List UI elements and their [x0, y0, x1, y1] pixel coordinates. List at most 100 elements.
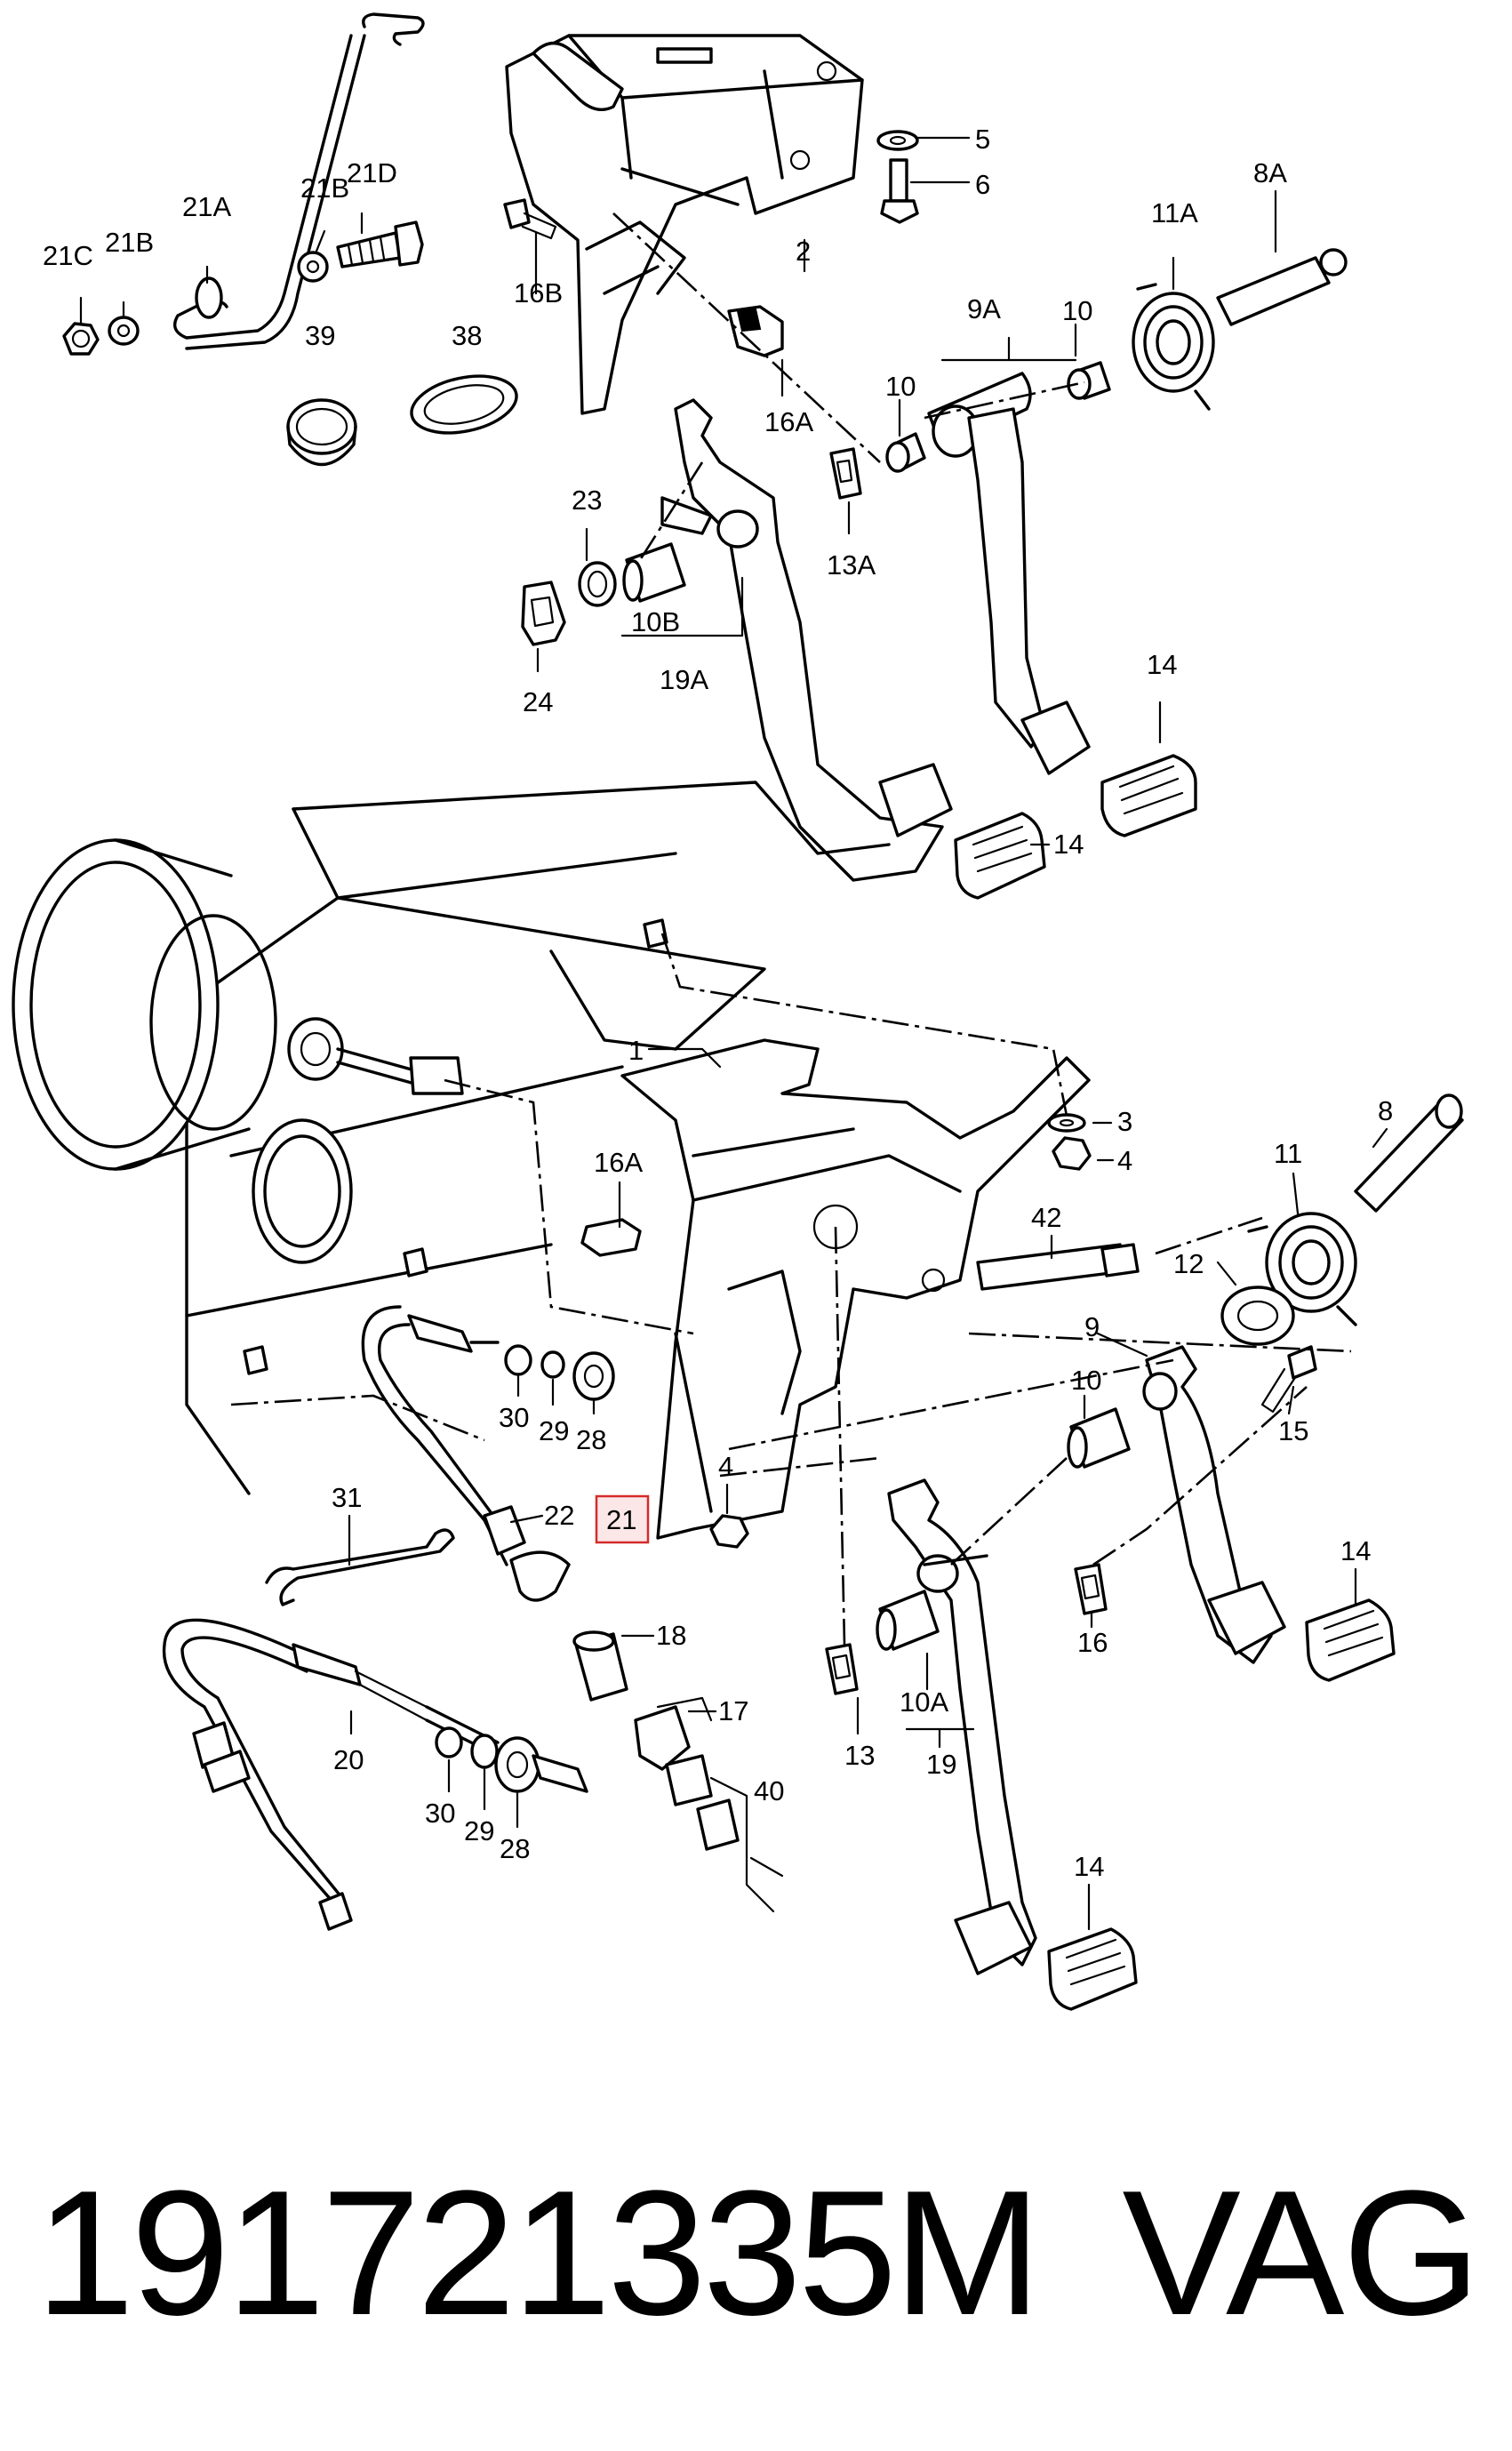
part-18-bushing: [572, 1630, 628, 1702]
part-21B-washer-left: [108, 316, 140, 346]
part-11-spring: [1247, 1212, 1357, 1326]
part-21A-rod: [173, 12, 425, 350]
part-39-bushing: [286, 398, 357, 467]
part-10-sleeve: [1067, 1407, 1131, 1469]
part-23-ring: [578, 561, 617, 607]
callout-13A: 13A: [827, 549, 876, 581]
callout-1: 1: [628, 1035, 644, 1066]
part-15-bolt: [1260, 1345, 1317, 1414]
part-19-pedal: [887, 1478, 1037, 1966]
part-14-pad-a: [1100, 754, 1197, 837]
callout-14-b: 14: [1053, 829, 1084, 860]
caption: 191721335M VAG: [36, 2143, 1493, 2365]
callout-8: 8: [1378, 1095, 1393, 1126]
part-16A-clip-mid: [580, 1218, 642, 1257]
callout-18: 18: [656, 1620, 686, 1651]
callout-23: 23: [572, 485, 602, 516]
callout-11: 11: [1274, 1138, 1302, 1169]
callout-14-c: 14: [1340, 1535, 1371, 1566]
part-16-clip: [1074, 1563, 1108, 1615]
callout-leaders: [79, 136, 1388, 1931]
callout-21B-right: 21B: [300, 172, 349, 204]
callout-39: 39: [305, 320, 335, 351]
callout-10-c: 10: [1071, 1365, 1101, 1396]
callout-13: 13: [844, 1740, 875, 1771]
pedal-rubber-d: [954, 1901, 1033, 1975]
callout-4-a: 4: [1117, 1145, 1132, 1176]
part-10-bushing-b: [1067, 361, 1111, 400]
part-10A-sleeve: [876, 1590, 940, 1651]
callout-20: 20: [333, 1744, 364, 1775]
part-29-washer-b: [470, 1734, 499, 1769]
callout-38: 38: [452, 320, 482, 351]
part-10-bushing-a: [885, 432, 926, 473]
callout-12: 12: [1173, 1248, 1204, 1279]
callout-16: 16: [1077, 1627, 1108, 1658]
part-40-clips: [665, 1754, 784, 1878]
callout-4-b: 4: [718, 1451, 733, 1482]
callout-21B-left: 21B: [105, 227, 154, 258]
part-14-pad-d: [1047, 1927, 1138, 2011]
part-17-clip: [634, 1696, 713, 1771]
booster-pushrod: [287, 1017, 464, 1095]
part-30-washer-b: [435, 1726, 463, 1758]
callout-29-a: 29: [539, 1415, 569, 1446]
callout-17: 17: [718, 1695, 748, 1726]
part-28-grommet-a: [572, 1351, 615, 1401]
part-16B-bolt: [503, 198, 557, 240]
exploded-parts-diagram: 21C 21B 21A 21B 21D 39 38 16B 16A 2 5 6 …: [12, 12, 1464, 2011]
callout-3: 3: [1117, 1106, 1132, 1137]
part-30-washer-a: [504, 1344, 532, 1376]
part-2-pedal-bracket: [505, 34, 864, 415]
callout-19: 19: [926, 1749, 956, 1780]
callout-15: 15: [1278, 1415, 1308, 1446]
part-28-grommet-b: [494, 1736, 588, 1793]
part-20-cable: [162, 1618, 500, 1931]
part-12-bushing: [1220, 1286, 1295, 1346]
callout-14-a: 14: [1147, 649, 1177, 680]
callout-28-a: 28: [576, 1424, 606, 1455]
callout-10-b: 10: [885, 371, 916, 402]
callout-30-b: 30: [425, 1798, 455, 1829]
callout-21C: 21C: [43, 240, 93, 271]
callout-30-a: 30: [499, 1402, 529, 1433]
stud-bolts: [243, 918, 668, 1375]
part-11A-spring: [1132, 283, 1215, 411]
part-number: 191721335M: [36, 2154, 1042, 2352]
callout-labels: 21C 21B 21A 21B 21D 39 38 16B 16A 2 5 6 …: [43, 124, 1393, 1882]
part-14-pad-c: [1305, 1598, 1396, 1682]
part-13A-clip: [829, 447, 862, 500]
part-6-bolt: [880, 158, 919, 224]
part-8A-shaft: [1216, 248, 1348, 326]
callout-10B: 10B: [631, 606, 680, 637]
part-24-clip: [521, 581, 566, 646]
part-3-washer: [1047, 1113, 1086, 1133]
callout-28-b: 28: [500, 1833, 530, 1864]
callout-16B: 16B: [514, 277, 563, 308]
callout-6: 6: [975, 169, 990, 200]
callout-42: 42: [1031, 1202, 1061, 1233]
callout-10-a: 10: [1062, 295, 1092, 326]
brand-label: VAG: [1122, 2154, 1481, 2352]
part-21B-washer-right: [297, 251, 329, 283]
callout-2: 2: [796, 236, 811, 267]
callout-16A-top: 16A: [764, 406, 813, 437]
pedal-rubber-b: [878, 763, 953, 837]
part-31-spring-clip: [265, 1528, 455, 1606]
part-14-pad-b: [954, 812, 1046, 900]
callout-9: 9: [1084, 1311, 1100, 1342]
assembly-lines: [230, 212, 1352, 1646]
callout-11A: 11A: [1151, 197, 1198, 228]
callout-21D: 21D: [347, 157, 397, 188]
callout-5: 5: [975, 124, 990, 155]
part-21C-nut: [62, 322, 100, 356]
callout-19A: 19A: [660, 664, 708, 695]
pedal-rubber-a: [1020, 701, 1091, 775]
part-13-clip: [825, 1643, 859, 1695]
highlight-box-21: [595, 1494, 650, 1544]
part-8-shaft: [1354, 1093, 1464, 1213]
callout-10A: 10A: [900, 1686, 948, 1718]
callout-29-b: 29: [464, 1815, 494, 1846]
callout-16A-mid: 16A: [594, 1147, 643, 1178]
brake-booster: [12, 838, 353, 1264]
